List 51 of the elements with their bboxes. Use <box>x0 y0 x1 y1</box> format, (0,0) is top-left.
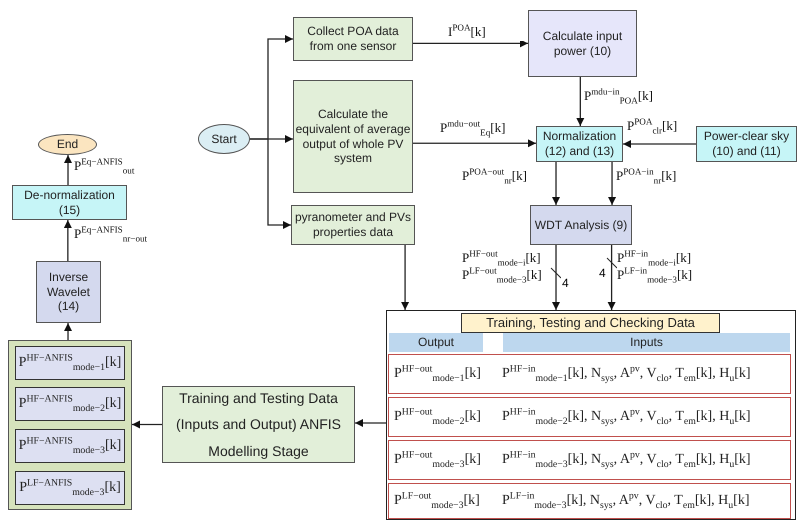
formula-box: P$^{HF−ANFIS}$$_{mode−2}$[k] <box>15 387 125 421</box>
output-formula: P$^{HF−out}$$_{mode−2}$[k] <box>393 408 482 426</box>
process-box: Normalization (12) and (13) <box>536 126 623 162</box>
process-box: Inverse Wavelet (14) <box>36 261 101 323</box>
formula-box: P$^{LF−ANFIS}$$_{mode−3}$[k] <box>15 471 125 505</box>
edge-label: I$^{POA}$[k] <box>448 24 523 41</box>
table-row <box>388 397 791 437</box>
input-formula: P$^{LF−in}$$_{mode−3}$[k], N$_{sys}$, A$^{pv}$, V$_{clo}$, T$_{em}$[k], H$_{u}$[k] <box>501 492 750 510</box>
arrow <box>413 139 536 148</box>
formula-box: P$^{HF−ANFIS}$$_{mode−1}$[k] <box>15 346 125 380</box>
output-formula: P$^{HF−out}$$_{mode−3}$[k] <box>393 451 482 469</box>
input-formula: P$^{HF−in}$$_{mode−3}$[k], N$_{sys}$, A$^{pv}$, V$_{clo}$, T$_{em}$[k], H$_{u}$[k] <box>501 451 751 469</box>
process-box: Training and Testing Data (Inputs and Output) ANFIS Modelling Stage <box>162 386 355 463</box>
process-box: Calculate the equivalent of average output of whole PV system <box>293 80 413 193</box>
arrow <box>413 39 528 48</box>
output-formula: P$^{LF−out}$$_{mode−3}$[k] <box>393 492 481 510</box>
table-row <box>388 483 791 519</box>
arrow <box>608 245 616 310</box>
formula-box: P$^{HF−ANFIS}$$_{mode−3}$[k] <box>15 429 125 463</box>
arrow <box>623 140 696 148</box>
arrow <box>64 155 72 185</box>
table-title: Training, Testing and Checking Data <box>461 313 720 333</box>
arrow <box>608 162 616 205</box>
input-formula: P$^{HF−in}$$_{mode−1}$[k], N$_{sys}$, A$^{pv}$, V$_{clo}$, T$_{em}$[k], H$_{u}$[k] <box>501 365 751 383</box>
process-box: WDT Analysis (9) <box>530 205 632 245</box>
bus-width-label: 4 <box>561 276 570 290</box>
column-header: Inputs <box>503 333 790 352</box>
arrow <box>552 162 560 205</box>
input-formula: P$^{HF−in}$$_{mode−2}$[k], N$_{sys}$, A$^{pv}$, V$_{clo}$, T$_{em}$[k], H$_{u}$[k] <box>501 408 751 426</box>
process-box: Power-clear sky (10) and (11) <box>696 126 797 162</box>
terminal-ellipse: Start <box>198 124 250 154</box>
terminal-ellipse: End <box>38 134 97 155</box>
process-box: pyranometer and PVs properties data <box>291 205 415 245</box>
arrow <box>64 323 72 340</box>
table-row <box>388 354 791 394</box>
arrow <box>250 138 291 229</box>
arrow <box>401 245 410 310</box>
column-header: Output <box>389 333 483 352</box>
arrow <box>64 220 72 261</box>
data-table-panel <box>386 310 796 520</box>
arrow <box>576 77 584 126</box>
arrow <box>132 420 162 428</box>
output-formula: P$^{HF−out}$$_{mode−1}$[k] <box>393 365 482 383</box>
process-box: Collect POA data from one sensor <box>293 17 413 61</box>
bus-width-label: 4 <box>598 266 607 280</box>
arrow <box>355 418 386 427</box>
arrow <box>552 245 560 310</box>
output-group-panel <box>8 340 132 510</box>
process-box: Calculate input power (10) <box>528 10 637 77</box>
table-row <box>388 440 791 480</box>
process-box: De-normalization (15) <box>12 185 127 220</box>
